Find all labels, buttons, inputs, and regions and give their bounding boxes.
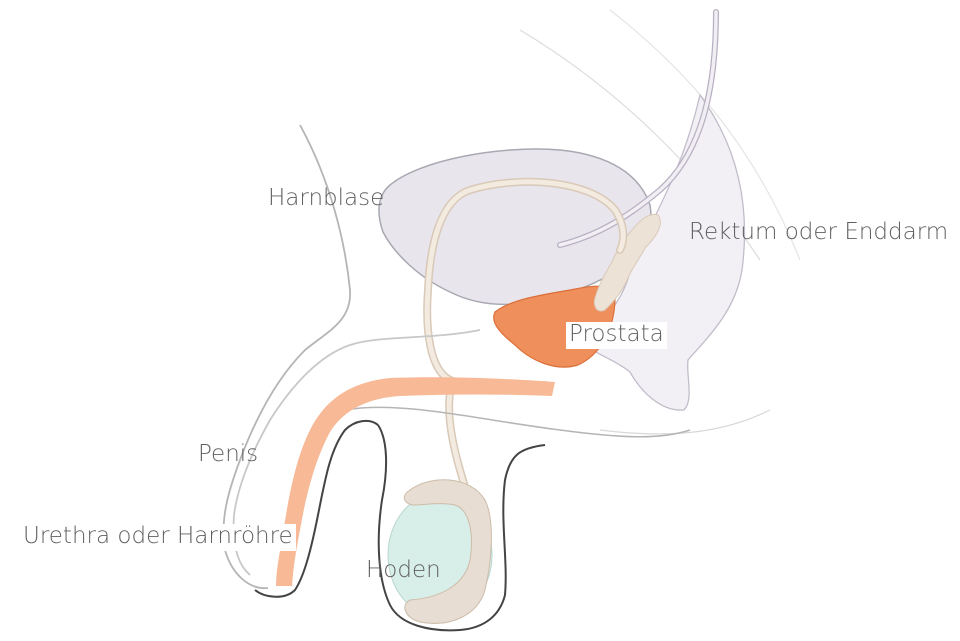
perineum-outline <box>345 407 690 436</box>
label-rektum: Rektum oder Enddarm <box>689 221 948 244</box>
label-harnblase: Harnblase <box>268 187 384 210</box>
background-contour-line <box>600 410 770 434</box>
label-urethra: Urethra oder Harnröhre <box>20 524 296 551</box>
label-prostata: Prostata <box>566 322 667 349</box>
label-hoden: Hoden <box>366 559 441 582</box>
label-penis: Penis <box>198 443 258 466</box>
